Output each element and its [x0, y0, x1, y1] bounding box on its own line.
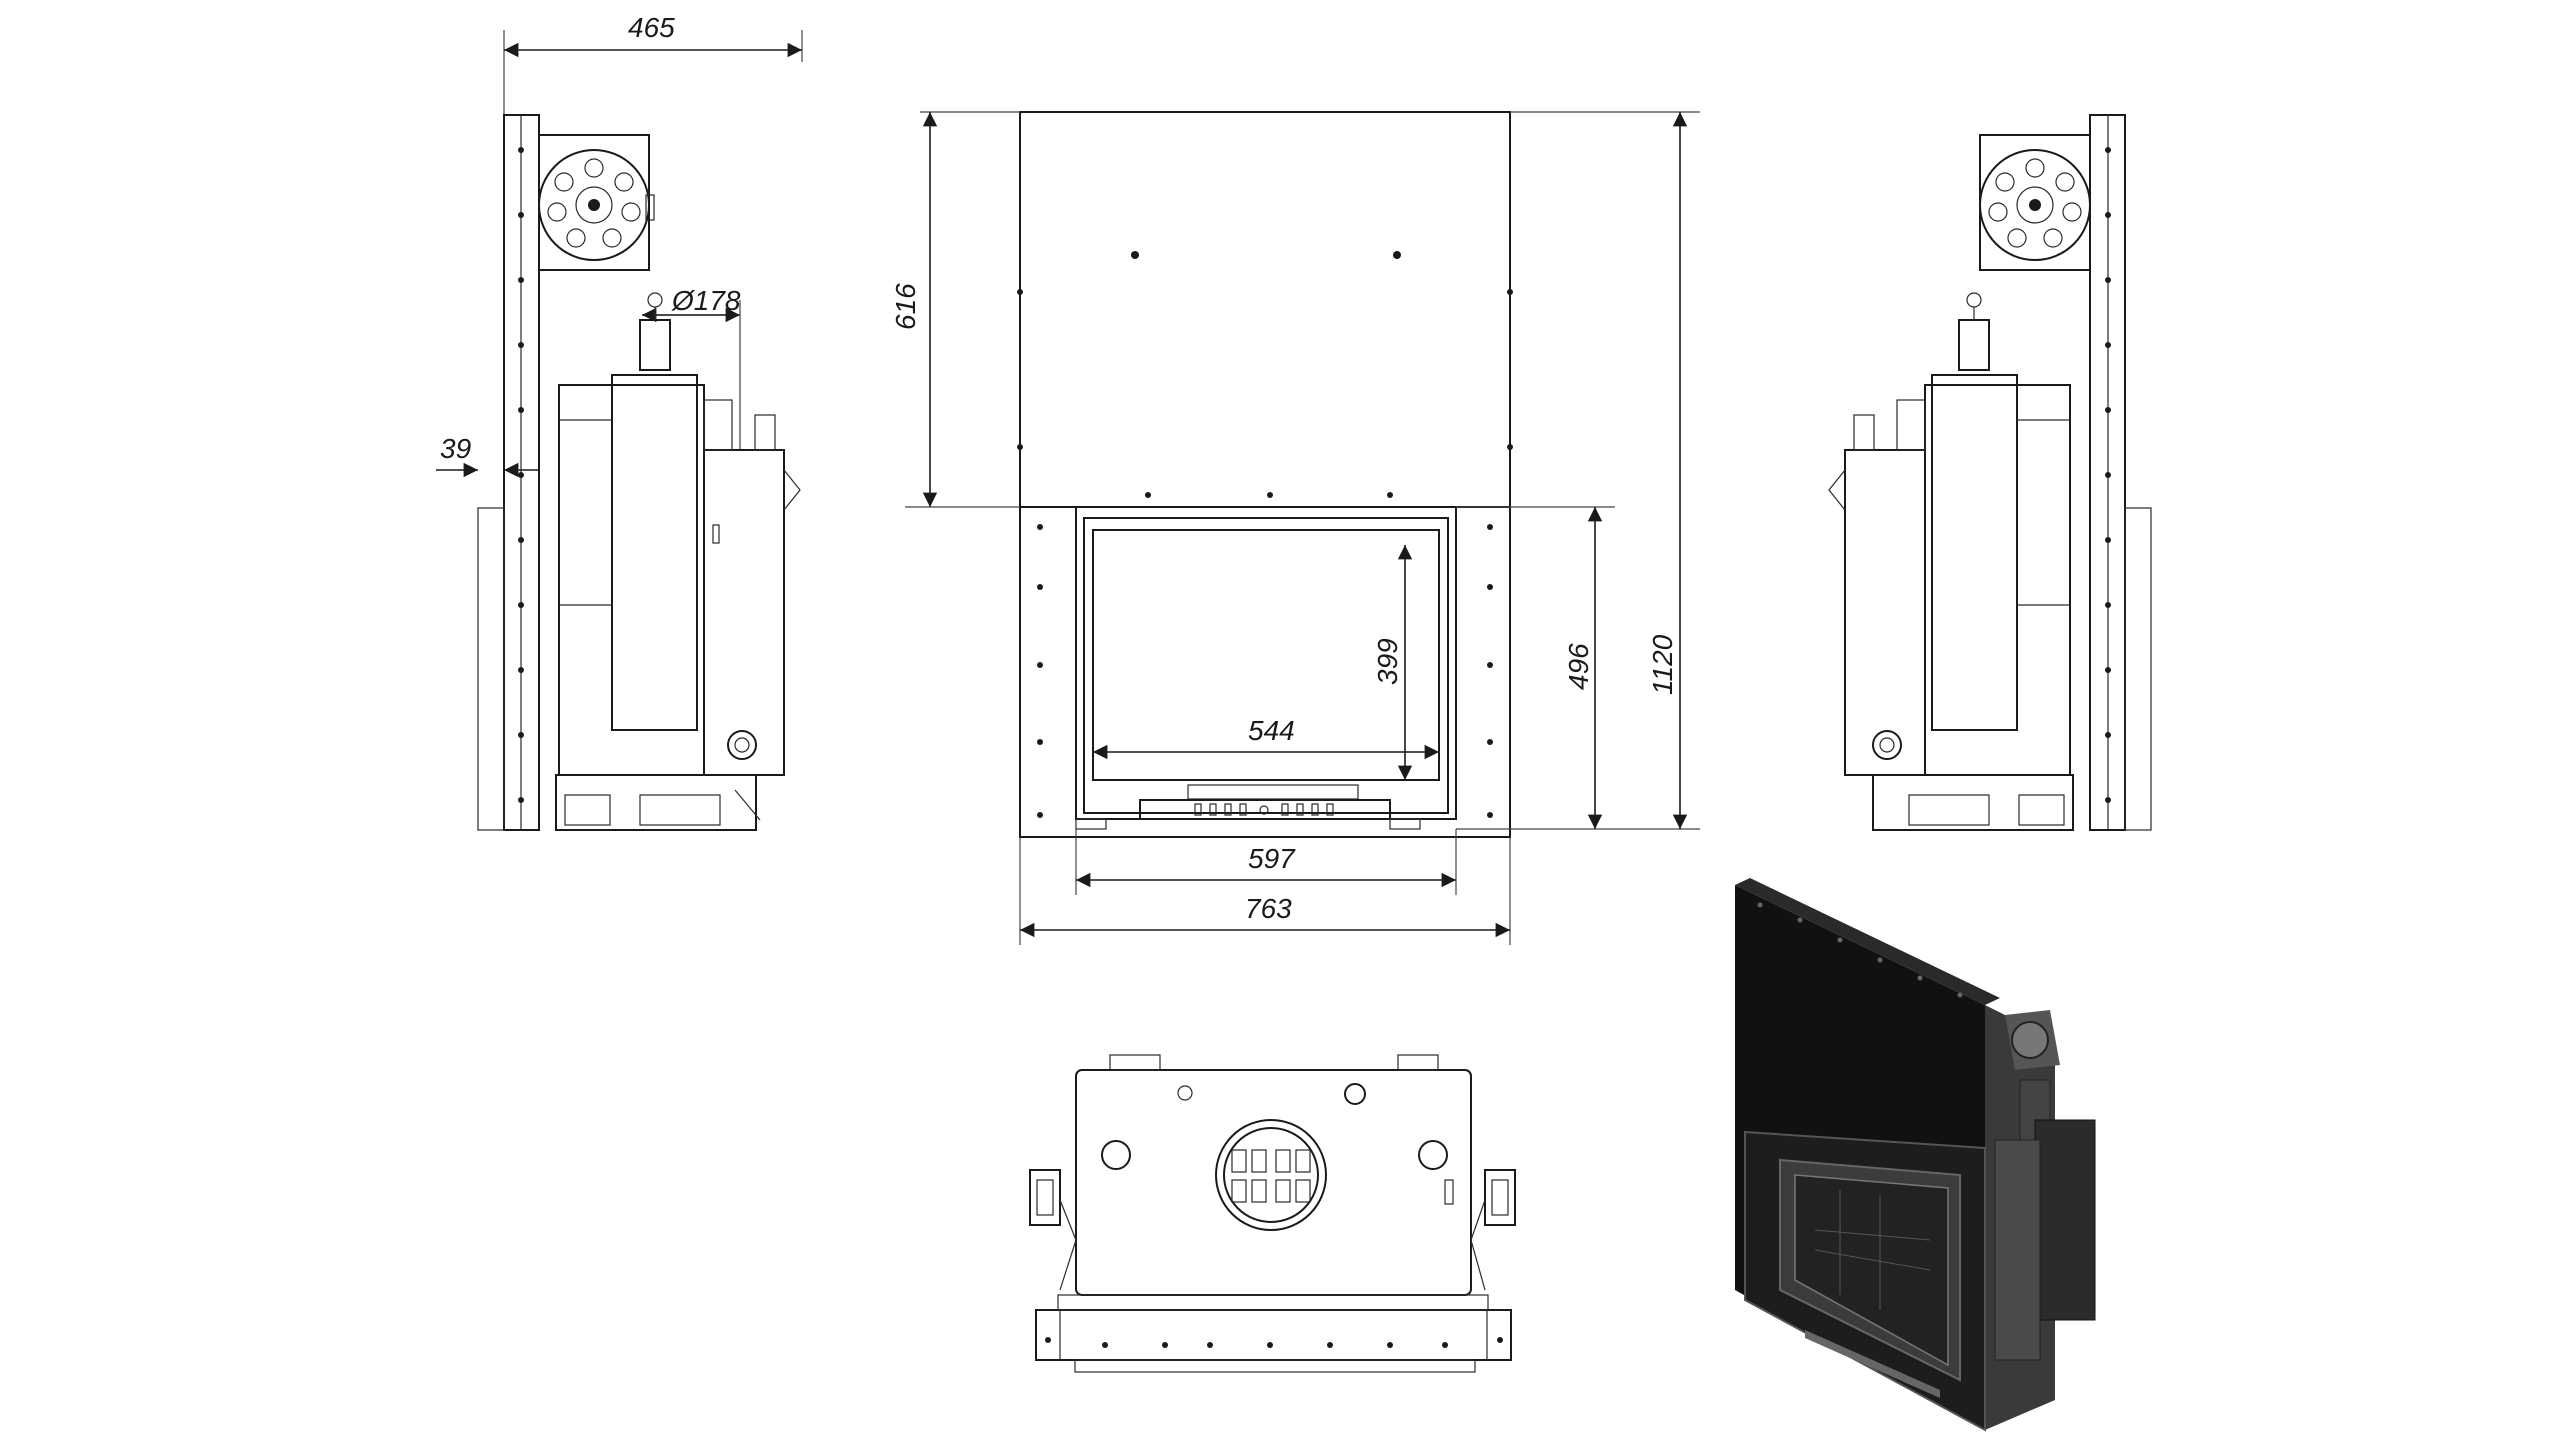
top-view — [1029, 1054, 1516, 1373]
dim-glass-width: 544 — [1248, 715, 1295, 746]
dim-frame-width: 597 — [1248, 843, 1296, 874]
dim-glass-height: 399 — [1372, 638, 1403, 685]
dim-total-height: 1120 — [1647, 634, 1678, 695]
isometric-render — [1735, 878, 2096, 1432]
dim-opening-height: 496 — [1563, 643, 1594, 690]
front-view: 616 399 544 — [890, 111, 1700, 945]
dim-flue-diameter: Ø178 — [671, 285, 741, 316]
dim-side-depth: 465 — [628, 12, 675, 43]
dim-side-offset: 39 — [440, 433, 471, 464]
right-side-view — [1828, 114, 2152, 831]
dim-total-width: 763 — [1245, 893, 1292, 924]
left-side-view: 465 39 Ø178 — [436, 12, 803, 831]
dim-upper-height: 616 — [890, 283, 921, 330]
